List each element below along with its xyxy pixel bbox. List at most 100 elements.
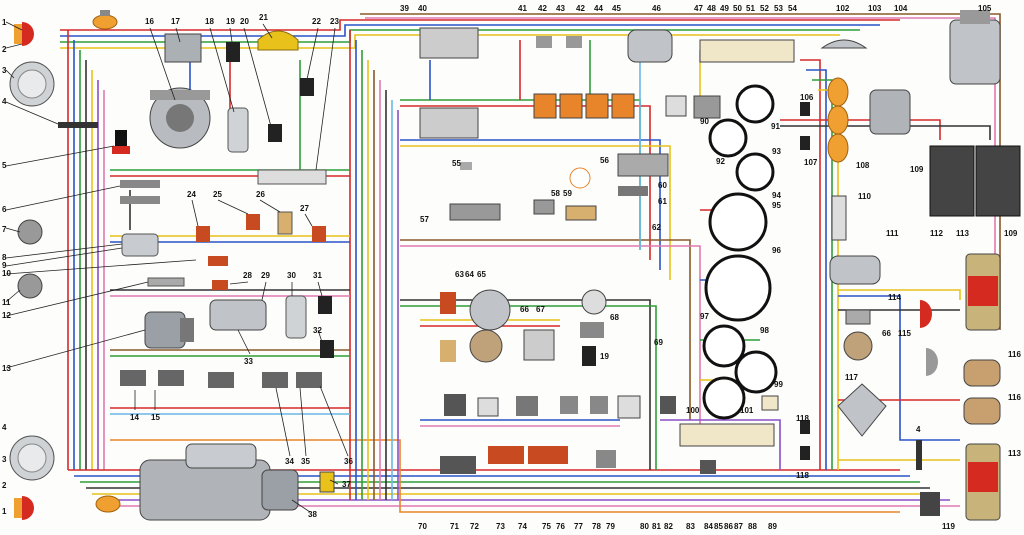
capacitor-icon	[227, 107, 249, 153]
callout-label: 110	[858, 192, 871, 201]
callout-label: 32	[313, 326, 322, 335]
callout-label: 100	[686, 406, 700, 415]
callout-label: 4	[2, 423, 7, 432]
spark-plug-icon	[120, 180, 160, 204]
callout-label: 111	[886, 229, 899, 238]
callout-label: 89	[768, 522, 777, 531]
callout-label: 40	[418, 4, 427, 13]
callout-label: 108	[856, 161, 870, 170]
callout-label: 113	[956, 229, 969, 238]
callout-label: 56	[600, 156, 609, 165]
relay-small-icon	[226, 42, 334, 358]
callout-label: 104	[894, 4, 908, 13]
callout-label: 91	[771, 122, 780, 131]
callout-label: 95	[772, 201, 781, 210]
callout-label: 41	[518, 4, 527, 13]
callout-label: 69	[654, 338, 663, 347]
callout-label: 2	[2, 45, 7, 54]
callout-label: 54	[788, 4, 797, 13]
switch-icon	[449, 95, 721, 221]
wire-harness	[60, 13, 1001, 513]
callout-label: 10	[2, 269, 11, 278]
horn-icon	[17, 219, 43, 299]
gauge-icon	[702, 84, 778, 420]
tail-lamp-icon	[965, 253, 1001, 521]
callout-label: 17	[171, 17, 180, 26]
switch-pair-icon	[800, 102, 810, 460]
fuse-link-icon	[58, 122, 98, 128]
callout-label: 64	[465, 270, 474, 279]
callout-label: 107	[804, 158, 818, 167]
voltage-regulator-icon	[164, 33, 202, 63]
callout-label: 33	[244, 357, 253, 366]
callout-label: 103	[868, 4, 882, 13]
callout-label: 14	[130, 413, 139, 422]
callout-label: 116	[1008, 393, 1021, 402]
washer-pump-icon	[831, 195, 847, 241]
license-plate-lamp-icon	[963, 359, 1001, 425]
glow-plug-icon	[147, 277, 185, 287]
callout-label: 28	[243, 271, 252, 280]
callout-label: 27	[300, 204, 309, 213]
callout-label: 49	[720, 4, 729, 13]
brake-light-switch-icon	[916, 440, 940, 516]
callout-label: 102	[836, 4, 850, 13]
headlamp-lower-icon	[9, 435, 55, 481]
front-turn-lamp-lower-icon	[95, 495, 121, 513]
callout-label: 13	[2, 364, 11, 373]
resistor-icon	[257, 169, 327, 185]
components	[9, 10, 1021, 521]
callout-label: 16	[145, 17, 154, 26]
rear-fog-lamp-icon	[920, 300, 938, 376]
callout-label: 71	[450, 522, 459, 531]
callout-label: 66	[520, 305, 529, 314]
callout-label: 90	[700, 117, 709, 126]
callout-label: 101	[740, 406, 754, 415]
callout-label: 61	[658, 197, 667, 206]
capacitor-2-icon	[285, 295, 307, 339]
sensor-icon	[196, 211, 326, 290]
callout-label: 19	[226, 17, 235, 26]
callout-label: 24	[187, 190, 196, 199]
callout-label: 47	[694, 4, 703, 13]
callout-label: 109	[1004, 229, 1018, 238]
callout-label: 87	[734, 522, 743, 531]
callout-label: 20	[240, 17, 249, 26]
callout-label: 99	[774, 380, 783, 389]
callout-label: 55	[452, 159, 461, 168]
distributor-icon	[144, 311, 194, 349]
callout-label: 83	[686, 522, 695, 531]
callout-label: 21	[259, 13, 268, 22]
fuel-sensor-icon	[319, 471, 335, 493]
callout-label: 59	[563, 189, 572, 198]
callout-label: 79	[606, 522, 615, 531]
side-marker-lamp-icon	[14, 22, 34, 46]
callout-label: 73	[496, 522, 505, 531]
callout-label: 82	[664, 522, 673, 531]
callout-label: 114	[888, 293, 901, 302]
callout-label: 45	[612, 4, 621, 13]
heater-motor-icon	[829, 255, 881, 285]
callout-label: 94	[772, 191, 781, 200]
callout-label: 53	[774, 4, 783, 13]
callout-label: 3	[2, 455, 7, 464]
tell-tale-panel-icon	[679, 395, 779, 447]
callout-label: 70	[418, 522, 427, 531]
callout-label: 18	[205, 17, 214, 26]
fuel-pump-icon	[209, 299, 267, 331]
leader-lines	[5, 21, 349, 513]
alternator-icon	[149, 87, 211, 149]
callout-label: 46	[652, 4, 661, 13]
callout-label: 37	[342, 480, 351, 489]
callout-label: 119	[942, 522, 955, 531]
callout-label: 66	[882, 329, 891, 338]
callout-label: 60	[658, 181, 667, 190]
dash-switch-icon	[533, 93, 635, 119]
callout-label: 109	[910, 165, 924, 174]
front-turn-lamp-icon	[92, 10, 118, 30]
side-marker-lamp-lower-icon	[14, 496, 34, 520]
callout-label: 1	[2, 507, 7, 516]
callout-labels: 1 2 3 4 5 6 7 8 9 10 11 12 13 14 15 16 1…	[2, 4, 1021, 531]
callout-label: 93	[772, 147, 781, 156]
callout-label: 4	[916, 425, 921, 434]
